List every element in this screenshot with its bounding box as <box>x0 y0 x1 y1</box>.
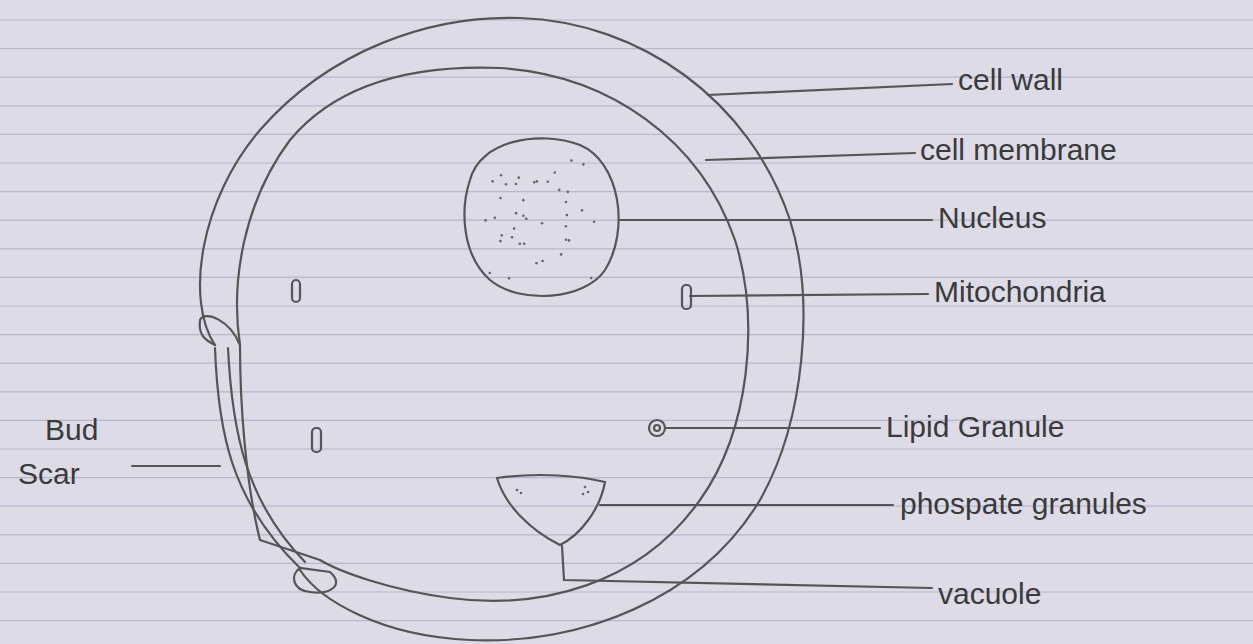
lipid-granule <box>654 425 660 431</box>
bud-scar-edge <box>294 568 336 593</box>
granule-dot <box>494 216 497 219</box>
granule-dot <box>565 225 568 228</box>
granule-dot <box>546 180 549 183</box>
part-label: cell wall <box>958 58 1238 102</box>
leader-line <box>665 427 880 429</box>
granule-dot <box>535 262 538 265</box>
part-label: phospate granules <box>900 482 1160 526</box>
paper-line <box>0 363 1253 364</box>
granule-dot <box>515 212 518 215</box>
paper-line <box>0 220 1253 221</box>
part-label: Lipid Granule <box>886 405 1241 449</box>
part-label: Mitochondria <box>934 270 1239 314</box>
part-label: cell membrane <box>920 128 1245 172</box>
paper-line <box>0 19 1253 20</box>
paper-line <box>0 77 1253 78</box>
granule-dot <box>582 493 585 496</box>
granule-dot <box>491 180 494 183</box>
granule-dot <box>505 183 508 186</box>
granule-dot <box>523 242 526 245</box>
leader-line <box>708 84 952 95</box>
granule-dot <box>516 489 519 492</box>
granule-dot <box>567 191 570 194</box>
paper-line <box>0 534 1253 535</box>
granule-dot <box>581 209 584 212</box>
granule-dot <box>522 214 525 217</box>
cell-wall <box>200 18 803 641</box>
lipid-granule <box>649 420 665 436</box>
granule-dot <box>558 189 561 192</box>
granule-dot <box>500 174 503 177</box>
paper-line <box>0 620 1253 621</box>
paper-line <box>0 448 1253 449</box>
paper-line <box>0 191 1253 192</box>
mitochondrion <box>312 428 321 452</box>
cell-membrane <box>237 68 748 601</box>
bud-scar-edge <box>200 316 240 345</box>
granule-dot <box>508 277 511 280</box>
leader-line <box>132 465 220 467</box>
granule-dot <box>499 197 502 200</box>
paper-line <box>0 591 1253 592</box>
bud-scar-band <box>215 348 300 568</box>
part-label: Nucleus <box>938 196 1238 240</box>
leader-line <box>562 546 932 588</box>
paper-line <box>0 391 1253 392</box>
paper-line <box>0 248 1253 249</box>
granule-dot <box>484 219 487 222</box>
part-label: vacuole <box>938 572 1238 616</box>
granule-dot <box>513 227 516 230</box>
leader-line <box>706 153 915 160</box>
granule-dot <box>560 253 563 256</box>
vacuole <box>497 475 605 545</box>
granule-dot <box>566 214 569 217</box>
granule-dot <box>582 163 585 166</box>
nucleus <box>465 138 619 296</box>
granule-dot <box>565 238 568 241</box>
granule-dot <box>499 240 502 243</box>
granule-dot <box>522 199 525 202</box>
leader-line <box>690 294 928 296</box>
granule-dot <box>517 176 520 179</box>
granule-dot <box>533 181 536 184</box>
granule-dot <box>520 492 523 495</box>
leader-line <box>600 504 893 506</box>
paper-line <box>0 477 1253 478</box>
granule-dot <box>500 234 503 237</box>
paper-line <box>0 48 1253 49</box>
bud-scar-band <box>228 348 305 562</box>
granule-dot <box>541 260 544 263</box>
nucleus-dots <box>484 159 595 495</box>
paper-line <box>0 334 1253 335</box>
paper-lines <box>0 20 1253 621</box>
leader-line <box>620 219 932 221</box>
granule-dot <box>515 183 518 186</box>
granule-dot <box>554 171 557 174</box>
granule-dot <box>590 277 593 280</box>
granule-dot <box>593 220 596 223</box>
granule-dot <box>489 272 492 275</box>
granule-dot <box>584 486 587 489</box>
part-label: Bud Scar <box>18 408 128 496</box>
granule-dot <box>568 239 571 242</box>
granule-dot <box>536 180 539 183</box>
mitochondrion <box>292 280 300 302</box>
granule-dot <box>541 222 544 225</box>
granule-dot <box>565 201 568 204</box>
paper-line <box>0 420 1253 421</box>
granule-dot <box>511 236 514 239</box>
granule-dot <box>525 218 528 221</box>
paper-line <box>0 563 1253 564</box>
granule-dot <box>587 491 590 494</box>
granule-dot <box>570 159 573 162</box>
granule-dot <box>519 243 522 246</box>
